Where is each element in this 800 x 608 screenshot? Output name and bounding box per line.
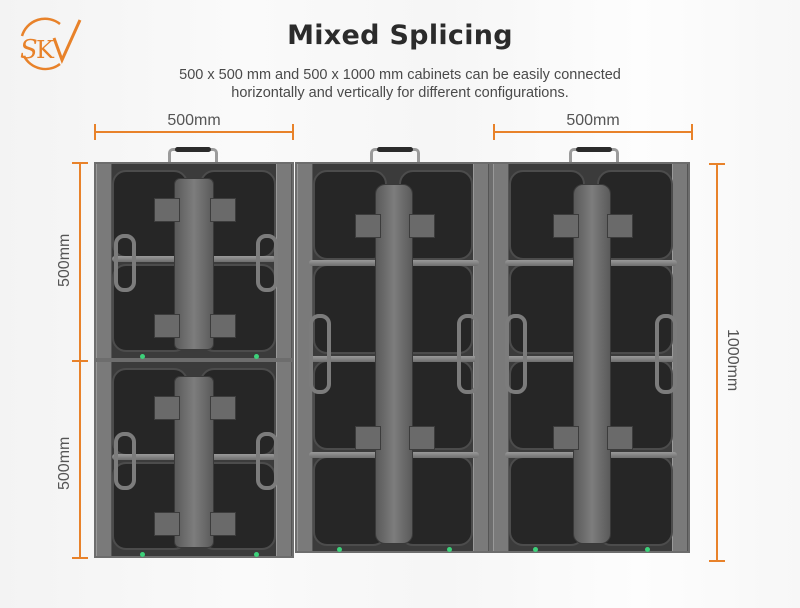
- dim-label-right: 1000mm: [724, 329, 741, 392]
- page-title: Mixed Splicing: [287, 20, 513, 51]
- page-subtitle: 500 x 500 mm and 500 x 1000 mm cabinets …: [0, 66, 800, 102]
- dim-line-top-left: [94, 124, 294, 140]
- dim-label-top-left: 500mm: [167, 112, 221, 129]
- svg-text:S: S: [20, 35, 38, 65]
- dim-label-left-lower: 500mm: [56, 436, 73, 490]
- cabinet-500x500-top: [94, 162, 294, 360]
- subtitle-line-2: horizontally and vertically for differen…: [231, 85, 569, 101]
- cabinet-500x1000-middle: [295, 162, 491, 553]
- dim-line-top-right: [493, 124, 693, 140]
- dim-tick-left-middle: [72, 360, 88, 362]
- skv-logo-icon: S K: [20, 17, 82, 71]
- carry-handle-middle: [370, 147, 420, 162]
- subtitle-line-1: 500 x 500 mm and 500 x 1000 mm cabinets …: [179, 67, 621, 83]
- dim-label-top-right: 500mm: [566, 112, 620, 129]
- dim-line-right: [709, 163, 725, 562]
- carry-handle-top-left: [168, 147, 218, 162]
- cabinet-500x1000-right: [491, 162, 690, 553]
- cabinet-500x500-bottom: [94, 360, 294, 558]
- svg-text:K: K: [36, 36, 55, 64]
- dim-label-left-upper: 500mm: [56, 233, 73, 287]
- carry-handle-right: [569, 147, 619, 162]
